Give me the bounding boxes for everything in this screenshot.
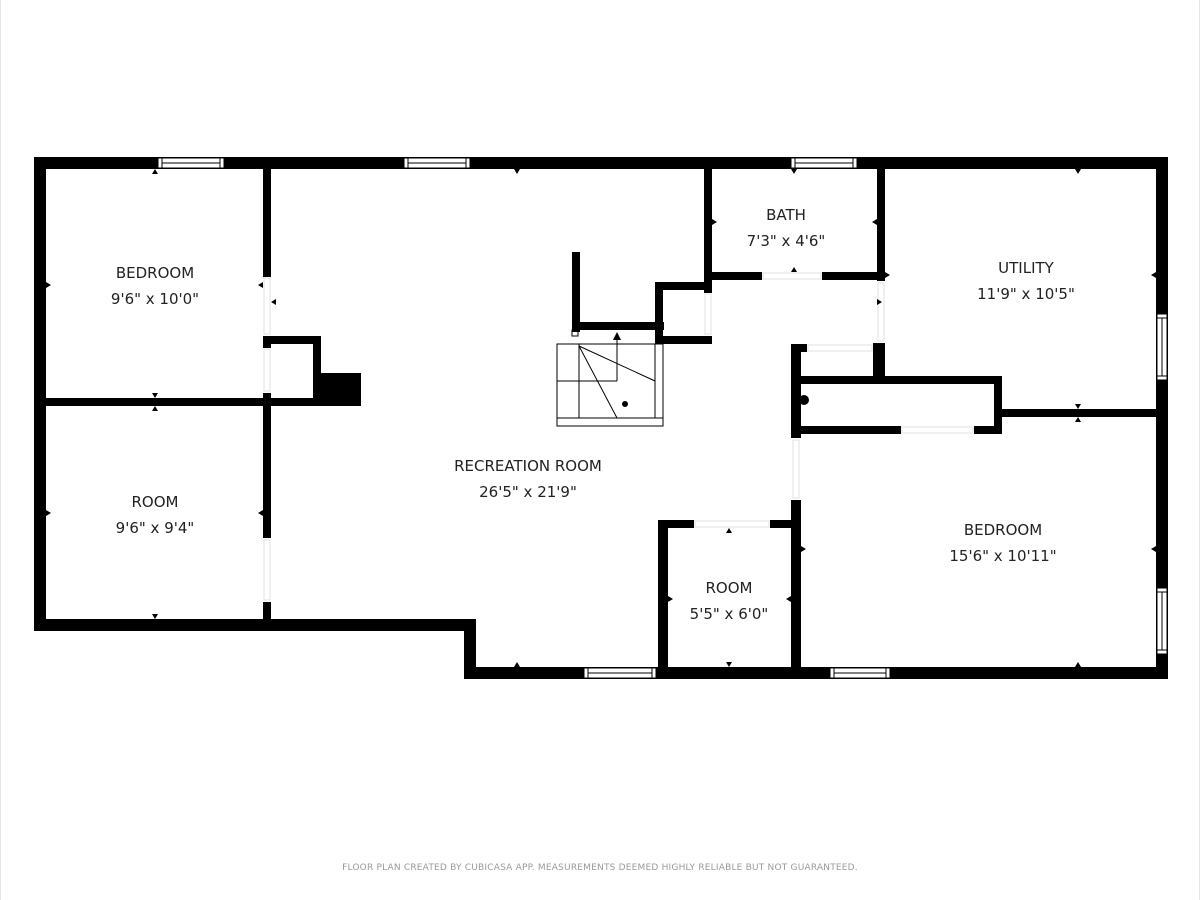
room-dimensions: 9'6" x 9'4"	[116, 519, 195, 537]
window-recreation-top	[403, 157, 471, 169]
disclaimer-footer: FLOOR PLAN CREATED BY CUBICASA APP. MEAS…	[342, 863, 858, 873]
room-name: BATH	[766, 206, 806, 224]
stair-direction-arrow-icon	[613, 332, 621, 340]
room-name: BEDROOM	[116, 264, 194, 282]
room-label-recreation-room: RECREATION ROOM 26'5" x 21'9"	[454, 457, 602, 501]
room-name: ROOM	[132, 493, 179, 511]
room-dimensions: 15'6" x 10'11"	[949, 547, 1056, 565]
window-bedroom-top	[157, 157, 225, 169]
room-name: ROOM	[706, 579, 753, 597]
room-label-room-2: ROOM 5'5" x 6'0"	[690, 579, 769, 623]
room-name: BEDROOM	[964, 521, 1042, 539]
room-dimensions: 7'3" x 4'6"	[747, 232, 826, 250]
room-dimensions: 9'6" x 10'0"	[111, 290, 199, 308]
page-edge-left	[0, 0, 1, 900]
staircase	[556, 329, 664, 427]
room-dimensions: 11'9" x 10'5"	[977, 285, 1075, 303]
window-bedroom-bottom	[829, 667, 891, 679]
window-bedroom-right	[1156, 587, 1168, 655]
measurement-ticks	[46, 169, 1156, 667]
room-dimensions: 5'5" x 6'0"	[690, 605, 769, 623]
windows	[157, 157, 1168, 679]
door-openings	[263, 272, 974, 601]
window-bath-top	[790, 157, 858, 169]
interior-walls	[34, 157, 1162, 679]
room-label-utility: UTILITY 11'9" x 10'5"	[977, 259, 1075, 303]
room-name: RECREATION ROOM	[454, 457, 602, 475]
window-recreation-bottom	[583, 667, 657, 679]
window-utility-right	[1156, 313, 1168, 381]
stair-post-icon	[622, 401, 628, 407]
room-dimensions: 26'5" x 21'9"	[479, 483, 577, 501]
room-label-room-1: ROOM 9'6" x 9'4"	[116, 493, 195, 537]
room-label-bedroom-1: BEDROOM 9'6" x 10'0"	[111, 264, 199, 308]
room-label-bath: BATH 7'3" x 4'6"	[747, 206, 826, 250]
room-label-bedroom-2: BEDROOM 15'6" x 10'11"	[949, 521, 1056, 565]
fixture-dot-icon	[799, 395, 809, 405]
room-name: UTILITY	[998, 259, 1055, 277]
